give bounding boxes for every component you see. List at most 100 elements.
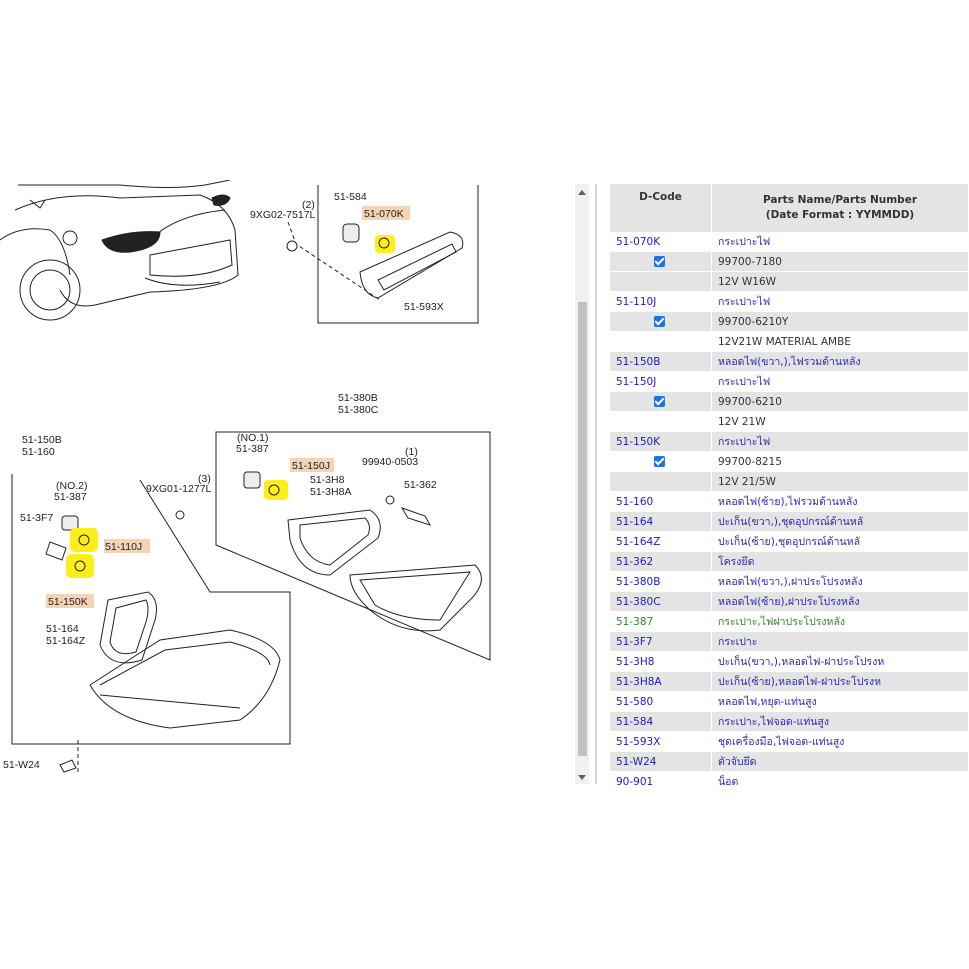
dcode-cell[interactable]: 51-3H8 <box>610 651 712 672</box>
part-name-cell[interactable]: กระเปาะไฟ <box>711 431 969 452</box>
row-checkbox-cell[interactable] <box>610 391 712 412</box>
dcode-cell[interactable] <box>610 471 712 492</box>
label-51-380b[interactable]: 51-380B <box>338 392 378 404</box>
scrollbar-thumb[interactable] <box>578 302 587 756</box>
dcode-cell[interactable] <box>610 331 712 352</box>
vertical-scrollbar[interactable] <box>575 184 589 784</box>
row-checkbox-cell[interactable] <box>610 251 712 272</box>
dcode-cell[interactable]: 51-070K <box>610 232 712 252</box>
part-name-cell[interactable]: กระเปาะ,ไฟฝาประโปรงหลัง <box>711 611 969 632</box>
part-name-cell[interactable]: กระเปาะ,ไฟจอด-แท่นสูง <box>711 711 969 732</box>
dcode-cell[interactable]: 51-584 <box>610 711 712 732</box>
scroll-down-arrow-icon[interactable] <box>578 775 586 780</box>
label-99940-0503[interactable]: 99940-0503 <box>362 456 418 468</box>
row-checkbox-cell[interactable] <box>610 451 712 472</box>
dcode-cell[interactable]: 51-164Z <box>610 531 712 552</box>
part-name-cell[interactable]: ชุดเครื่องมือ,ไฟจอด-แท่นสูง <box>711 731 969 752</box>
label-51-380c[interactable]: 51-380C <box>338 404 379 416</box>
dcode-cell[interactable]: 51-387 <box>610 611 712 632</box>
table-row[interactable]: 99700-8215 <box>610 451 969 472</box>
part-name-cell[interactable]: กระเปาะไฟ <box>711 232 969 252</box>
table-row[interactable]: 12V 21W <box>610 411 969 432</box>
checkbox-checked-icon[interactable] <box>654 396 665 407</box>
dcode-cell[interactable]: 51-W24 <box>610 751 712 772</box>
row-checkbox-cell[interactable] <box>610 311 712 332</box>
part-name-cell[interactable]: หลอดไฟ(ขวา,),ไฟรวมด้านหลัง <box>711 351 969 372</box>
label-51-387-no2[interactable]: 51-387 <box>54 491 87 503</box>
part-name-cell[interactable]: กระเปาะไฟ <box>711 291 969 312</box>
table-row[interactable]: 12V21W MATERIAL AMBE <box>610 331 969 352</box>
dcode-cell[interactable] <box>610 271 712 292</box>
part-name-cell[interactable]: กระเปาะ <box>711 631 969 652</box>
part-name-cell[interactable]: กระเปาะไฟ <box>711 371 969 392</box>
label-51-070k[interactable]: 51-070K <box>364 208 404 220</box>
label-51-593x[interactable]: 51-593X <box>404 301 444 313</box>
label-51-160[interactable]: 51-160 <box>22 446 55 458</box>
label-51-584[interactable]: 51-584 <box>334 191 367 203</box>
label-51-150j[interactable]: 51-150J <box>292 460 330 472</box>
label-51-3h8a[interactable]: 51-3H8A <box>310 486 351 498</box>
part-name-cell[interactable]: หลอดไฟ,หยุด-แท่นสูง <box>711 691 969 712</box>
part-name-cell[interactable]: น็อต <box>711 771 969 792</box>
dcode-cell[interactable]: 51-3H8A <box>610 671 712 692</box>
dcode-cell[interactable]: 51-380B <box>610 571 712 592</box>
dcode-cell[interactable]: 51-160 <box>610 491 712 512</box>
dcode-cell[interactable]: 51-150B <box>610 351 712 372</box>
dcode-cell[interactable]: 51-164 <box>610 511 712 532</box>
dcode-cell[interactable]: 51-593X <box>610 731 712 752</box>
part-name-cell[interactable]: โครงยึด <box>711 551 969 572</box>
label-51-164z[interactable]: 51-164Z <box>46 635 86 647</box>
part-name-cell[interactable]: ตัวจับยึด <box>711 751 969 772</box>
label-51-3f7[interactable]: 51-3F7 <box>20 512 53 524</box>
dcode-cell[interactable]: 51-580 <box>610 691 712 712</box>
table-row[interactable]: 99700-7180 <box>610 251 969 272</box>
dcode-cell[interactable]: 51-110J <box>610 291 712 312</box>
checkbox-checked-icon[interactable] <box>654 256 665 267</box>
table-row[interactable]: 99700-6210Y <box>610 311 969 332</box>
label-51-164[interactable]: 51-164 <box>46 623 79 635</box>
label-51-3h8[interactable]: 51-3H8 <box>310 474 345 486</box>
label-51-w24[interactable]: 51-W24 <box>3 759 40 771</box>
checkbox-checked-icon[interactable] <box>654 456 665 467</box>
label-51-150b[interactable]: 51-150B <box>22 434 62 446</box>
part-name-cell[interactable]: หลอดไฟ(ซ้าย),ไฟรวมด้านหลัง <box>711 491 969 512</box>
dcode-cell[interactable] <box>610 411 712 432</box>
scroll-up-arrow-icon[interactable] <box>578 190 586 195</box>
dcode-cell[interactable]: 51-362 <box>610 551 712 572</box>
label-51-150k[interactable]: 51-150K <box>48 596 88 608</box>
dcode-cell[interactable]: 51-150K <box>610 431 712 452</box>
part-name-cell[interactable]: ปะเก็น(ขวา,),ชุดอุปกรณ์ด้านหลั <box>711 511 969 532</box>
dcode-cell[interactable]: 51-380C <box>610 591 712 612</box>
table-row[interactable]: 12V W16W <box>610 271 969 292</box>
label-9xg02-7517l[interactable]: 9XG02-7517L <box>250 209 316 221</box>
part-name-cell[interactable]: ปะเก็น(ซ้าย),ชุดอุปกรณ์ด้านหลั <box>711 531 969 552</box>
part-name-cell[interactable]: ปะเก็น(ซ้าย),หลอดไฟ-ฝาประโปรงห <box>711 671 969 692</box>
label-51-387-no1[interactable]: 51-387 <box>236 443 269 455</box>
label-51-362[interactable]: 51-362 <box>404 479 437 491</box>
dcode-cell[interactable]: 90-901 <box>610 771 712 792</box>
label-9xg01-1277l[interactable]: 9XG01-1277L <box>146 483 212 495</box>
checkbox-checked-icon[interactable] <box>654 316 665 327</box>
label-51-110j[interactable]: 51-110J <box>105 541 142 553</box>
table-row[interactable]: 12V 21/5W <box>610 471 969 492</box>
dcode-cell[interactable]: 51-150J <box>610 371 712 392</box>
table-row[interactable]: 99700-6210 <box>610 391 969 412</box>
